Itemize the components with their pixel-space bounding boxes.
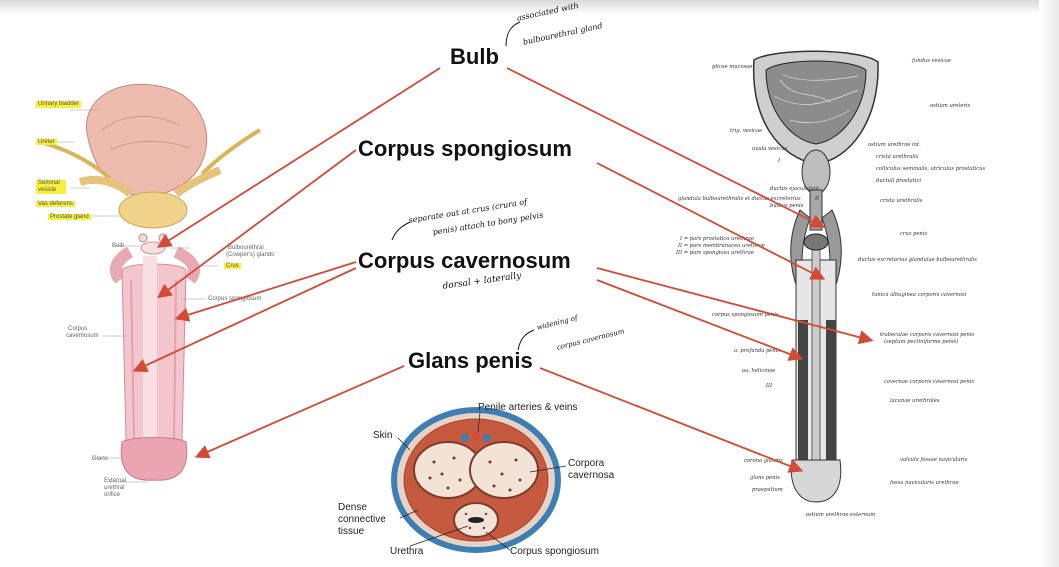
llabel-13: glans penis (750, 475, 780, 481)
rlabel-0: fundus vesicae (912, 58, 951, 64)
rlabel-9: tunica albuginea corporis cavernosi (872, 292, 967, 298)
term-corpus-spongiosum: Corpus spongiosum (358, 136, 572, 161)
xs-label-penile-arteries: Penile arteries & veins (478, 402, 578, 413)
label-corpus-cavernosum-1: Corpus (68, 326, 88, 332)
xs-label-dense-3: tissue (338, 526, 365, 537)
label-bulbourethral-2: (Cowper's) glands (226, 252, 275, 258)
label-corpus-cavernosum-2: cavernosum (66, 333, 99, 339)
xs-label-urethra: Urethra (390, 546, 424, 557)
xs-label-dense-1: Dense (338, 502, 367, 513)
window-right-edge (1039, 0, 1059, 567)
llabel-12: corona glandis (744, 458, 783, 464)
rlabel-8: ductus excretorius glandulae bulbourethr… (858, 257, 977, 263)
roman-2: II (815, 196, 820, 202)
xs-label-corpus-spongiosum: Corpus spongiosum (510, 546, 599, 557)
llabel-11: aa. helicinae (742, 368, 776, 374)
llabel-1: trig. vesicae (730, 128, 763, 134)
label-external-1: External (104, 478, 127, 484)
rlabel-11: (septum pectiniforme penis) (884, 339, 959, 345)
llabel-9: corpus spongiosum penis (712, 312, 779, 318)
rlabel-5: ductuli prostatici (876, 178, 922, 184)
term-glans-penis: Glans penis (408, 348, 533, 373)
xs-label-skin: Skin (373, 430, 393, 441)
llabel-8: III = pars spongiosa urethrae (676, 250, 754, 256)
rlabel-3: crista urethralis (876, 154, 919, 160)
llabel-14: praeputium (752, 487, 783, 493)
label-external-3: orifice (104, 492, 121, 498)
rlabel-15: fossa navicularis urethrae (890, 480, 959, 486)
label-corpus-spongiosum: Corpus spongiosum (208, 296, 262, 302)
llabel-3: ductus ejaculatorii (770, 186, 820, 192)
label-external-2: urethral (104, 485, 125, 491)
right-anatomy-engraving (752, 50, 879, 503)
xs-label-corpora-2: cavernosa (568, 470, 615, 481)
llabel-10: a. profunda penis (734, 348, 781, 354)
llabel-7: II = pars membranacea urethrae (678, 243, 765, 249)
window-top-shadow (0, 0, 1040, 14)
highlight-seminal-vesicle: Seminal vesicle (36, 180, 66, 194)
rlabel-16: ostium urethrae externum (806, 512, 876, 518)
llabel-5: bulbus penis (770, 203, 804, 209)
llabel-0: plicae mucosae (712, 64, 753, 70)
llabel-6: I = pars prostatica urethrae (680, 236, 755, 242)
rlabel-10: trabeculae corporis cavernosi penis (880, 332, 975, 338)
label-glans: Glans (92, 456, 108, 462)
llabel-4: glandula bulbourethralis et ductus excre… (678, 196, 801, 202)
label-bulbourethral-1: Bulbourethral (228, 245, 264, 251)
term-bulb: Bulb (450, 44, 499, 69)
rlabel-13: lacunae urethrales (890, 398, 940, 404)
highlight-ureter: Ureter (36, 139, 57, 145)
rlabel-14: valvula fossae navicularis (900, 457, 968, 463)
term-corpus-cavernosum: Corpus cavernosum (358, 248, 571, 273)
rlabel-6: crista urethralis (880, 198, 923, 204)
rlabel-2: ostium urethrae int. (868, 142, 921, 148)
label-bulb: Bulb (112, 243, 125, 249)
highlight-vas-deferens: Vas deferens (36, 201, 75, 207)
xs-label-corpora-1: Corpora (568, 458, 605, 469)
llabel-2: uvula vesicae (752, 146, 788, 152)
roman-1: I (778, 158, 781, 164)
xs-label-dense-2: connective (338, 514, 386, 525)
highlight-crus: Crus (224, 263, 241, 269)
rlabel-4: colliculus seminalis, utriculus prostati… (876, 166, 986, 172)
highlight-urinary-bladder: Urinary bladder (36, 101, 82, 108)
rlabel-1: ostium ureteris (930, 103, 971, 109)
rlabel-7: crus penis (900, 231, 928, 237)
roman-3: III (766, 383, 773, 389)
cross-section-illustration (391, 407, 567, 553)
rlabel-12: cavernae corporis cavernosi penis (884, 379, 974, 385)
highlight-prostate-gland: Prostate gland (48, 214, 91, 220)
